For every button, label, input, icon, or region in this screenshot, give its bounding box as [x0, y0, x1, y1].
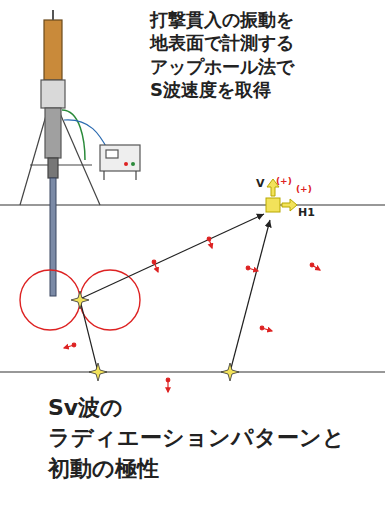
refracted-ray — [80, 300, 98, 372]
heading: 打撃貫入の振動を 地表面で計測する アップホール法で S波速度を取得 — [150, 8, 340, 102]
polarity-mark: (+) — [296, 185, 312, 194]
direct-ray — [82, 214, 264, 298]
layer-boundary — [0, 371, 385, 372]
source-star — [71, 291, 239, 381]
polarity-mark: (+) — [276, 177, 292, 186]
axis-label: H1 — [298, 207, 315, 218]
penetration-rod — [50, 178, 56, 296]
refracted-ray — [230, 220, 270, 372]
drill-rig — [20, 10, 140, 205]
ground-surface — [0, 204, 385, 205]
caption: Sv波の ラディエーションパターンと 初動の極性 — [48, 393, 373, 484]
particle-motion — [64, 237, 320, 392]
axis-label: V — [256, 178, 265, 189]
